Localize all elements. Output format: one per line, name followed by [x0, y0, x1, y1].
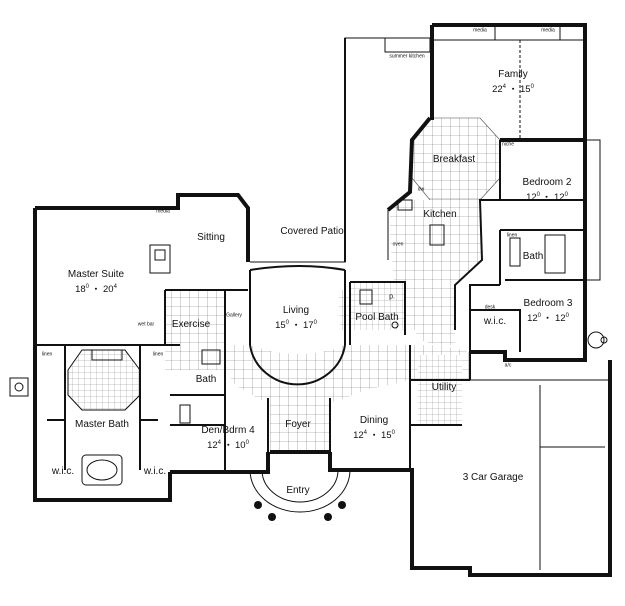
- room-name-bedroom3: Bedroom 3: [523, 297, 573, 309]
- interior-walls: [35, 140, 585, 470]
- exercise-tile: [165, 290, 225, 370]
- room-label-pool-bath: Pool Bath: [355, 312, 399, 323]
- room-label-wic-left: w.i.c.: [51, 466, 75, 477]
- room-name-family: Family: [498, 68, 528, 80]
- master-bath-tile: [67, 349, 141, 411]
- room-name-master-suite: Master Suite: [67, 268, 125, 280]
- exterior-walls: [33, 23, 612, 577]
- room-label-kitchen: Kitchen: [423, 209, 457, 220]
- room-label-garage: 3 Car Garage: [462, 472, 524, 483]
- room-name-den: Den/Bdrm 4: [201, 424, 255, 436]
- label-dw: dw: [417, 186, 425, 193]
- room-name-bedroom2: Bedroom 2: [522, 176, 572, 188]
- room-label-foyer: Foyer: [285, 419, 311, 430]
- room-name-dining: Dining: [359, 414, 389, 426]
- room-label-wic-right: w.i.c.: [143, 466, 167, 477]
- entry-columns: [254, 501, 346, 521]
- label-ac: a/c: [504, 362, 512, 369]
- label-summer-kitchen: summer kitchen: [389, 53, 425, 60]
- label-wet-bar: wet bar: [137, 321, 155, 328]
- fixtures: [9, 37, 608, 486]
- foyer-tile: [270, 398, 330, 452]
- room-label-covered-patio: Covered Patio: [280, 226, 344, 237]
- label-oven: oven: [392, 241, 404, 248]
- room-label-exercise: Exercise: [171, 319, 211, 330]
- room-label-bath2: Bath: [522, 251, 544, 262]
- pool-bath-tile: [350, 282, 405, 330]
- room-label-utility: Utility: [431, 382, 457, 393]
- label-pantry: p.: [389, 293, 395, 301]
- room-label-bath-center: Bath: [195, 374, 217, 385]
- gallery-tile: [225, 290, 470, 410]
- label-gallery: Gallery: [226, 312, 242, 319]
- label-media-suite: media: [156, 208, 170, 215]
- room-label-breakfast: Breakfast: [432, 154, 476, 165]
- label-linen-3: linen: [506, 232, 518, 239]
- label-media-left: media: [473, 27, 487, 34]
- room-label-entry: Entry: [286, 485, 310, 496]
- kitchen-tile: [390, 200, 482, 330]
- room-label-wic3: w.i.c.: [483, 316, 507, 327]
- room-label-sitting: Sitting: [197, 232, 225, 243]
- room-name-living: Living: [282, 304, 310, 316]
- label-desk: desk: [484, 304, 496, 311]
- label-linen-left: linen: [41, 351, 53, 358]
- room-label-master-bath: Master Bath: [75, 419, 129, 430]
- label-media-right: media: [541, 27, 555, 34]
- tiled-floors: [67, 117, 501, 452]
- utility-tile: [418, 355, 462, 425]
- label-niche: niche: [502, 141, 514, 148]
- label-linen-right: linen: [152, 351, 164, 358]
